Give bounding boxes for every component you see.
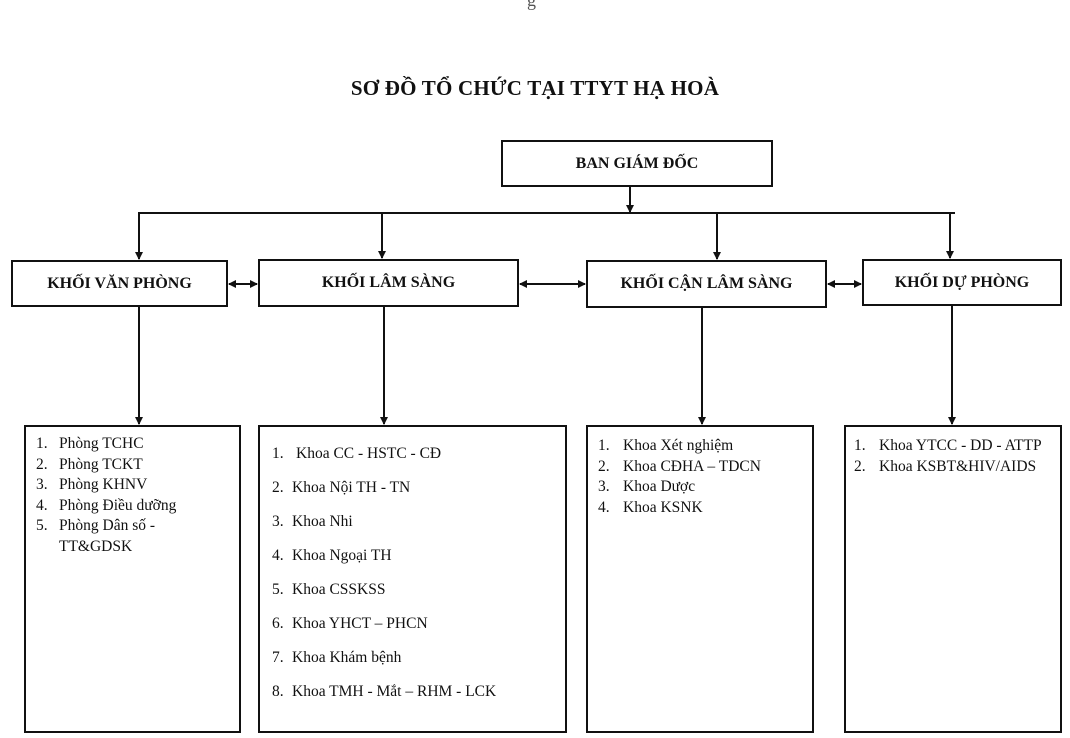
chart-title: SƠ ĐỒ TỔ CHỨC TẠI TTYT HẠ HOÀ — [350, 76, 720, 100]
list-item: 2.Khoa CĐHA – TDCN — [598, 457, 761, 475]
khoi-can-lam-sang-list: 1.Khoa Xét nghiệm 2.Khoa CĐHA – TDCN 3.K… — [586, 425, 814, 733]
ban-giam-doc-box: BAN GIÁM ĐỐC — [501, 140, 773, 187]
list-item: 2.Khoa KSBT&HIV/AIDS — [854, 457, 1037, 475]
khoi-can-lam-sang-box: KHỐI CẬN LÂM SÀNG — [586, 260, 827, 308]
list-item: 2.Phòng TCKT — [36, 455, 143, 473]
list-item: 1.Phòng TCHC — [36, 435, 144, 452]
list-item: 3.Khoa Nhi — [272, 513, 353, 530]
list-item: 6.Khoa YHCT – PHCN — [272, 615, 428, 632]
list-item: 3.Phòng KHNV — [36, 476, 148, 493]
khoi-lam-sang-label: KHỐI LÂM SÀNG — [321, 274, 456, 291]
list-item: 4.Khoa Ngoại TH — [272, 547, 392, 564]
khoi-can-lam-sang-label: KHỐI CẬN LÂM SÀNG — [620, 275, 793, 292]
khoi-van-phong-label: KHỐI VĂN PHÒNG — [47, 274, 192, 292]
list-item: 4.Phòng Điều dưỡng — [36, 496, 177, 514]
list-item: 5.Khoa CSSKSS — [272, 581, 386, 598]
khoi-lam-sang-box: KHỐI LÂM SÀNG — [258, 259, 519, 307]
khoi-du-phong-list: 1.Khoa YTCC - DD - ATTP 2.Khoa KSBT&HIV/… — [844, 425, 1062, 733]
list-item: 8.Khoa TMH - Mắt – RHM - LCK — [272, 683, 497, 700]
ban-giam-doc-label: BAN GIÁM ĐỐC — [575, 154, 699, 172]
list-item: 7.Khoa Khám bệnh — [272, 649, 402, 666]
khoi-lam-sang-list: 1.Khoa CC - HSTC - CĐ 2.Khoa Nội TH - TN… — [258, 425, 567, 733]
khoi-du-phong-box: KHỐI DỰ PHÒNG — [862, 259, 1062, 306]
list-item: 5.Phòng Dân số - TT&GDSK — [36, 517, 156, 555]
list-item: 3.Khoa Dược — [598, 478, 696, 495]
list-item: 4.Khoa KSNK — [598, 498, 703, 516]
khoi-du-phong-label: KHỐI DỰ PHÒNG — [894, 273, 1030, 291]
list-item: 1.Khoa Xét nghiệm — [598, 437, 734, 454]
list-item: 1.Khoa YTCC - DD - ATTP — [854, 437, 1042, 454]
khoi-van-phong-box: KHỐI VĂN PHÒNG — [11, 260, 228, 307]
khoi-van-phong-list: 1.Phòng TCHC 2.Phòng TCKT 3.Phòng KHNV 4… — [24, 425, 241, 733]
list-item: 2.Khoa Nội TH - TN — [272, 479, 411, 496]
list-item: 1.Khoa CC - HSTC - CĐ — [272, 445, 442, 462]
page-number-fragment: g — [527, 0, 536, 10]
